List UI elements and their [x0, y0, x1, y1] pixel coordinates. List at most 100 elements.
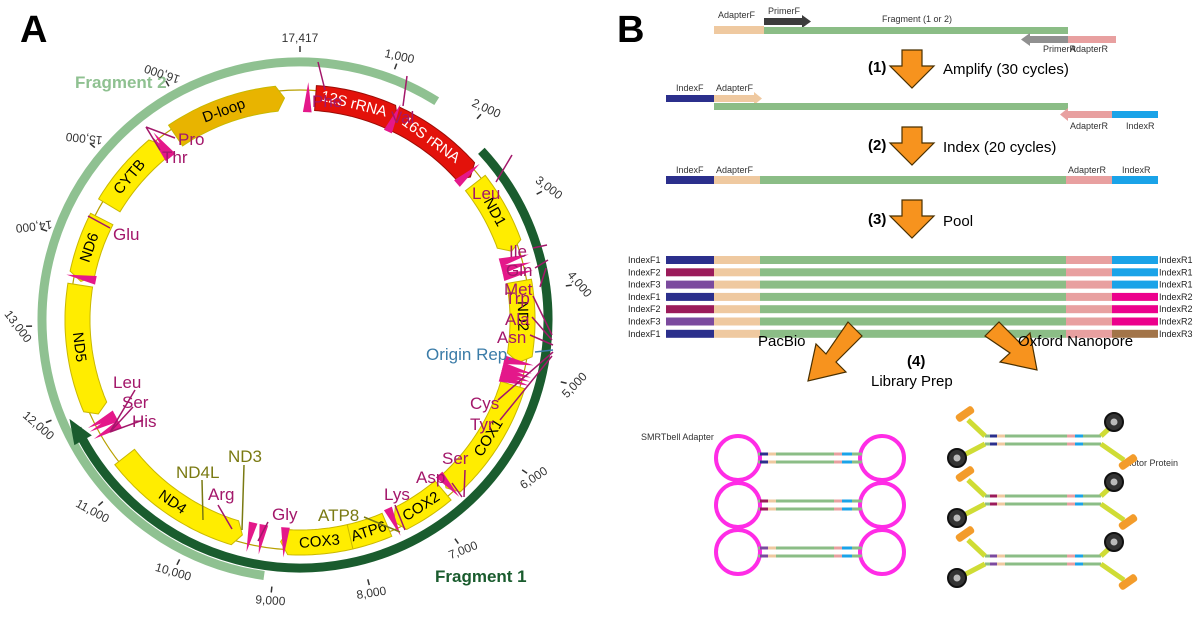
leader-leu1	[495, 154, 513, 183]
nanopore-index-left	[990, 442, 997, 446]
smrtbell-index-right	[842, 452, 852, 456]
trna-gln: Gln	[506, 261, 532, 280]
trna-mark	[383, 104, 401, 134]
amp-adapterF	[714, 95, 754, 102]
pool-adapterR	[1066, 268, 1112, 277]
nanopore-adapter-right	[1067, 554, 1075, 558]
smrtbell-adapter-left	[768, 460, 776, 464]
idx-fragment	[760, 176, 1066, 184]
position-tick	[565, 284, 572, 287]
olive-leaders	[201, 464, 401, 533]
idx-label-adapterF: AdapterF	[716, 165, 754, 175]
position-tick	[393, 63, 398, 70]
gene-nd5	[64, 282, 108, 415]
pool-indexR	[1112, 268, 1158, 277]
step-arrows	[888, 49, 936, 239]
nanopore-label: Oxford Nanopore	[1018, 333, 1133, 350]
adapterR-segment	[1068, 36, 1116, 43]
idx-label-adapterR: AdapterR	[1068, 165, 1107, 175]
nanopore-index-right	[1075, 434, 1083, 438]
leader-his	[109, 419, 144, 433]
step-4-number: (4)	[907, 353, 925, 370]
trna-leu1: Leu	[472, 184, 500, 203]
leader-asp	[451, 482, 463, 498]
idx-adapterR	[1066, 176, 1112, 184]
tether	[1118, 574, 1138, 590]
amp-label-adapterR: AdapterR	[1070, 121, 1109, 131]
amp-indexF	[666, 95, 714, 102]
olive-labels: ATP8 ND4L ND3	[176, 447, 359, 525]
smrtbell-left-loop	[714, 481, 762, 529]
smrtbell	[714, 434, 906, 482]
smrtbell-left-loop	[714, 434, 762, 482]
y-adapter-left-top	[966, 418, 987, 438]
leader-gln	[534, 259, 549, 269]
trna-mark	[454, 163, 480, 187]
position-tick-label: 6,000	[517, 463, 550, 491]
position-tick	[97, 500, 104, 507]
primerF-arrowhead	[802, 15, 811, 28]
position-tick-label: 8,000	[355, 584, 387, 602]
smrtbell-strand	[758, 546, 862, 550]
idx-adapterF	[714, 176, 760, 184]
trna-cys: Cys	[470, 394, 499, 413]
pool-fragment	[760, 268, 1066, 277]
leader-ser1	[463, 469, 466, 498]
trna-mark	[498, 254, 529, 267]
amp-label-indexF: IndexF	[676, 83, 704, 93]
smrtbell-index-left	[760, 460, 768, 464]
trna-mark	[498, 373, 529, 386]
pool-adapterR	[1066, 305, 1112, 314]
y-adapter-left-top	[966, 478, 987, 498]
motor-protein-core	[953, 514, 961, 522]
trna-ile: Ile	[509, 242, 527, 261]
position-tick	[521, 469, 528, 474]
trna-his: His	[132, 412, 157, 431]
pool-indexF	[666, 292, 714, 301]
leader-pro	[145, 126, 176, 139]
nanopore-strand	[985, 494, 1101, 498]
pool-fragment	[760, 329, 1066, 338]
nanopore-index-left	[990, 434, 997, 438]
nanopore-index-left	[990, 554, 997, 558]
leader-asn	[529, 334, 554, 346]
nanopore-strand	[985, 434, 1101, 438]
trna-asp: Asp	[416, 468, 445, 487]
smrtbell-adapter-right	[834, 507, 842, 511]
pool-fragment	[760, 317, 1066, 326]
pool-indexF	[666, 329, 714, 338]
leader-val	[402, 75, 408, 107]
position-tick	[560, 381, 567, 384]
pool-adapterR	[1066, 329, 1112, 338]
pool-fragment	[760, 280, 1066, 289]
position-tick	[454, 538, 459, 545]
smrtbell-right-loop	[858, 434, 906, 482]
trna-val: Val	[391, 108, 414, 127]
step-3-number: (3)	[868, 211, 886, 228]
nanopore-adapter-left	[997, 562, 1005, 566]
nanopore-adapter-left	[997, 434, 1005, 438]
label-nd5: ND5	[69, 331, 90, 363]
step-2-arrow	[888, 126, 936, 166]
motor-protein-label: Motor Protein	[1124, 458, 1178, 468]
tether	[955, 406, 975, 422]
panel-b: B AdapterF PrimerF Fragment (1 or 2) Pri…	[617, 6, 1193, 590]
fragment-2-arc	[37, 57, 440, 580]
step-2-number: (2)	[868, 137, 886, 154]
pool-adapterR	[1066, 280, 1112, 289]
pool-left-label: IndexF2	[628, 267, 661, 277]
trna-mark	[502, 270, 533, 282]
leader-cys	[497, 351, 554, 401]
position-tick-label: 1,000	[383, 46, 416, 66]
pool-right-label: IndexR1	[1159, 280, 1193, 290]
nanopore-index-right	[1075, 562, 1083, 566]
nanopore-index-right	[1075, 442, 1083, 446]
pool-indexF	[666, 280, 714, 289]
smrtbell-adapter-left	[768, 499, 776, 503]
pool-left-label: IndexF1	[628, 292, 661, 302]
pool-adapterR	[1066, 256, 1112, 264]
leader-met	[539, 267, 547, 288]
